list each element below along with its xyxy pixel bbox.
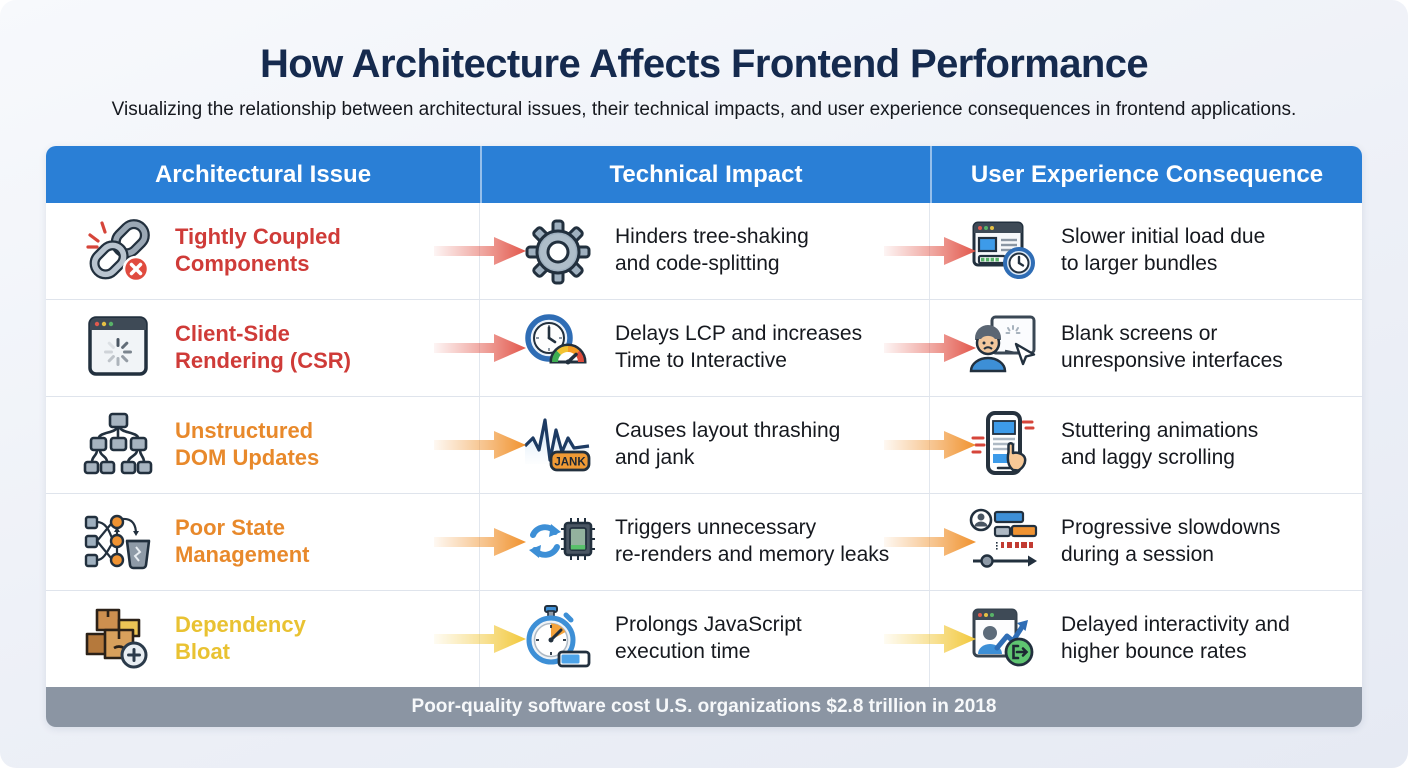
issue-label: Poor State Management [175,515,310,567]
column-header-architectural-issue: Architectural Issue [154,160,372,188]
flow-arrow-icon [882,234,978,268]
impact-cell: Triggers unnecessary re-renders and memo… [480,494,930,590]
consequence-cell: Slower initial load due to larger bundle… [930,203,1362,299]
browser-spinner-icon [78,311,158,385]
flow-arrow-icon [432,234,528,268]
table-header: Architectural Issue Technical Impact Use… [46,146,1362,203]
browser-loading-clock-icon [964,214,1044,288]
impact-text: Causes layout thrashing and jank [615,419,841,469]
column-header-ux-consequence: User Experience Consequence [930,146,1362,203]
table-row: Client-Side Rendering (CSR) Delays LCP an… [46,299,1362,396]
jank-waveform-icon: JANK [518,408,598,482]
footer-stat-text: Poor-quality software cost U.S. organiza… [411,696,997,717]
table-row: Poor State Management Triggers unnecessar… [46,493,1362,590]
broken-chain-icon [78,214,158,288]
consequence-text: Blank screens or unresponsive interfaces [1061,322,1283,372]
table-footer: Poor-quality software cost U.S. organiza… [46,687,1362,727]
consequence-text: Stuttering animations and laggy scrollin… [1061,419,1259,469]
comparison-table: Architectural Issue Technical Impact Use… [46,146,1362,727]
issue-cell: Unstructured DOM Updates [46,397,480,493]
column-header-technical-impact: Technical Impact [480,146,930,203]
issue-cell: Tightly Coupled Components [46,203,480,299]
flow-arrow-icon [432,622,528,656]
consequence-text: Delayed interactivity and higher bounce … [1061,613,1290,663]
issue-label: Unstructured DOM Updates [175,418,320,470]
consequence-cell: Progressive slowdowns during a session [930,494,1362,590]
issue-label: Dependency Bloat [175,612,306,664]
flow-arrow-icon [432,428,528,462]
table-body: Tightly Coupled Components Hinders tree-s… [46,203,1362,687]
impact-text: Delays LCP and increases Time to Interac… [615,322,863,372]
issue-cell: Client-Side Rendering (CSR) [46,300,480,396]
issue-label: Client-Side Rendering (CSR) [175,321,351,373]
page-title: How Architecture Affects Frontend Perfor… [260,42,1149,86]
table-row: Dependency Bloat Prolongs JavaScript exec… [46,590,1362,687]
impact-text: Triggers unnecessary re-renders and memo… [615,516,890,566]
session-timeline-icon [964,505,1044,579]
issue-cell: Dependency Bloat [46,591,480,687]
frustrated-user-screen-icon [964,311,1044,385]
impact-cell: Delays LCP and increases Time to Interac… [480,300,930,396]
impact-text: Prolongs JavaScript execution time [615,613,802,663]
stopwatch-progress-icon [518,602,598,676]
package-boxes-icon [78,602,158,676]
svg-text:JANK: JANK [554,457,586,469]
issue-cell: Poor State Management [46,494,480,590]
gear-icon [518,214,598,288]
user-exit-chart-icon [964,602,1044,676]
tangled-state-trash-icon [78,505,158,579]
rerender-cpu-icon [518,505,598,579]
impact-cell: JANK Causes layout thrashing and jank [480,397,930,493]
impact-text: Hinders tree-shaking and code-splitting [615,225,809,275]
flow-arrow-icon [432,525,528,559]
impact-cell: Hinders tree-shaking and code-splitting [480,203,930,299]
table-row: Tightly Coupled Components Hinders tree-s… [46,203,1362,299]
flow-arrow-icon [432,331,528,365]
flow-arrow-icon [882,331,978,365]
consequence-cell: Stuttering animations and laggy scrollin… [930,397,1362,493]
clock-speedometer-icon [518,311,598,385]
page-subtitle: Visualizing the relationship between arc… [111,99,1297,120]
dom-tree-icon [78,408,158,482]
phone-touch-scroll-icon [964,408,1044,482]
consequence-text: Progressive slowdowns during a session [1061,516,1281,566]
consequence-cell: Blank screens or unresponsive interfaces [930,300,1362,396]
flow-arrow-icon [882,622,978,656]
impact-cell: Prolongs JavaScript execution time [480,591,930,687]
consequence-cell: Delayed interactivity and higher bounce … [930,591,1362,687]
flow-arrow-icon [882,525,978,559]
consequence-text: Slower initial load due to larger bundle… [1061,225,1266,275]
flow-arrow-icon [882,428,978,462]
issue-label: Tightly Coupled Components [175,224,341,276]
